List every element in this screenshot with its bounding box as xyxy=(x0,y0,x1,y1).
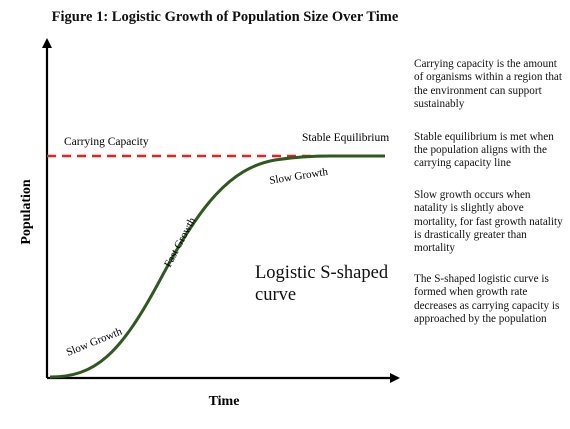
note-carrying-capacity: Carrying capacity is the amount of organ… xyxy=(414,58,563,111)
note-stable-equilibrium: Stable equilibrium is met when the popul… xyxy=(414,130,554,170)
curve-name-label: Logistic S-shaped curve xyxy=(255,263,389,305)
logistic-curve xyxy=(49,154,385,379)
note-s-curve: The S-shaped logistic curve is formed wh… xyxy=(414,272,560,326)
stable-equilibrium-label: Stable Equilibrium xyxy=(302,132,389,144)
slow-growth-end-label: Slow Growth xyxy=(269,166,330,187)
carrying-capacity-label: Carrying Capacity xyxy=(64,136,149,148)
x-axis-label: Time xyxy=(209,394,240,409)
figure-title: Figure 1: Logistic Growth of Population … xyxy=(51,9,399,25)
notes-panel: Carrying capacity is the amount of organ… xyxy=(414,58,564,327)
y-axis-label: Population xyxy=(19,179,34,245)
fast-growth-label: Fast Growth xyxy=(162,215,199,269)
slow-growth-start-label: Slow Growth xyxy=(65,325,125,358)
note-growth-rates: Slow growth occurs when natality is slig… xyxy=(414,188,563,255)
